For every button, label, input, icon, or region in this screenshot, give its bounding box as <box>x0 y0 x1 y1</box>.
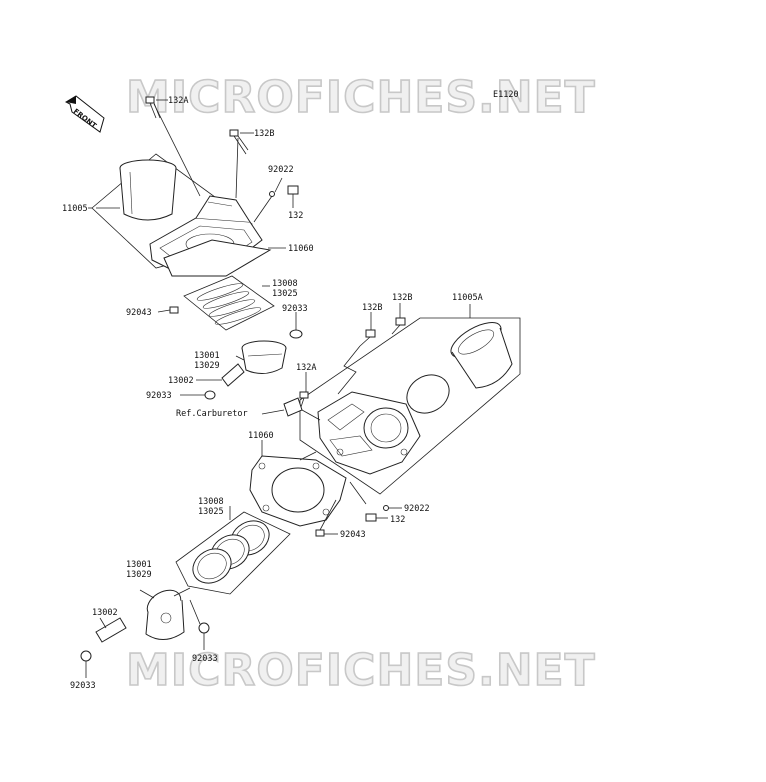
stud-bolt-132b-lower-2 <box>391 317 406 335</box>
piston-pin-top <box>221 363 245 387</box>
watermark-top: MICROFICHES.NET <box>126 72 596 123</box>
label-11005a: 11005A <box>452 293 483 303</box>
carburetor-stud <box>283 397 303 417</box>
piston-top <box>241 340 287 374</box>
clip-92033-mid <box>204 390 216 400</box>
cylinder-block-lower <box>317 391 421 475</box>
diagram-code: E1120 <box>493 90 519 100</box>
label-13025-lower: 13025 <box>198 507 224 517</box>
label-92022-lower: 92022 <box>404 504 430 514</box>
label-11005: 11005 <box>62 204 88 214</box>
clip-92033-bot-right <box>198 622 210 634</box>
dowel-92043-top <box>169 306 179 314</box>
label-92022-top: 92022 <box>268 165 294 175</box>
washer-92022-lower <box>383 505 389 511</box>
label-132-lower: 132 <box>390 515 405 525</box>
label-92033-bottom-right: 92033 <box>192 654 218 664</box>
label-11060-lower: 11060 <box>248 431 274 441</box>
label-92043-lower: 92043 <box>340 530 366 540</box>
label-13001-top: 13001 <box>194 351 220 361</box>
label-92033-mid: 92033 <box>146 391 172 401</box>
watermark-bottom: MICROFICHES.NET <box>126 645 596 696</box>
frame-11005a <box>299 317 521 495</box>
rings-box-top <box>183 275 275 331</box>
label-132b-top: 132B <box>254 129 274 139</box>
washer-92022-top <box>269 191 275 197</box>
label-13029-top: 13029 <box>194 361 220 371</box>
label-11060-top: 11060 <box>288 244 314 254</box>
stud-bolt-132b-top <box>229 129 249 155</box>
bolt-132-lower <box>365 513 377 522</box>
label-13008-top: 13008 <box>272 279 298 289</box>
piston-lower <box>145 589 185 640</box>
piston-pin-lower <box>95 617 127 643</box>
cylinder-liner-a <box>450 322 513 389</box>
label-132b-lower-1: 132B <box>362 303 382 313</box>
label-13001-lower: 13001 <box>126 560 152 570</box>
watermark-top-fill: MICROFICHES.NET <box>126 72 596 123</box>
gasket-11060-top <box>163 239 272 277</box>
label-92033-top: 92033 <box>282 304 308 314</box>
label-13025-top: 13025 <box>272 289 298 299</box>
label-13002-lower: 13002 <box>92 608 118 618</box>
watermark-bottom-fill: MICROFICHES.NET <box>126 645 596 696</box>
gasket-11060-lower <box>249 455 347 527</box>
front-arrow-icon: FRONT <box>64 95 105 133</box>
label-132a-mid: 132A <box>296 363 316 373</box>
stud-bolt-132b-lower-1 <box>359 329 376 347</box>
rings-box-lower <box>175 511 291 595</box>
clip-92033-top <box>289 329 303 339</box>
ref-carburetor-label: Ref.Carburetor <box>176 409 248 419</box>
label-132a-top: 132A <box>168 96 188 106</box>
dowel-92043-lower <box>315 529 325 537</box>
label-13008-lower: 13008 <box>198 497 224 507</box>
label-13002-top: 13002 <box>168 376 194 386</box>
bolt-132-top <box>287 185 299 204</box>
piston-rings-lower <box>192 520 270 584</box>
label-92043-top: 92043 <box>126 308 152 318</box>
piston-rings-top <box>196 283 262 325</box>
label-132b-lower-2: 132B <box>392 293 412 303</box>
clip-92033-bot-left <box>80 650 92 662</box>
label-92033-bottom-left: 92033 <box>70 681 96 691</box>
o-ring-a <box>406 374 450 414</box>
cylinder-liner-top <box>119 159 177 221</box>
label-13029-lower: 13029 <box>126 570 152 580</box>
label-132-top: 132 <box>288 211 303 221</box>
